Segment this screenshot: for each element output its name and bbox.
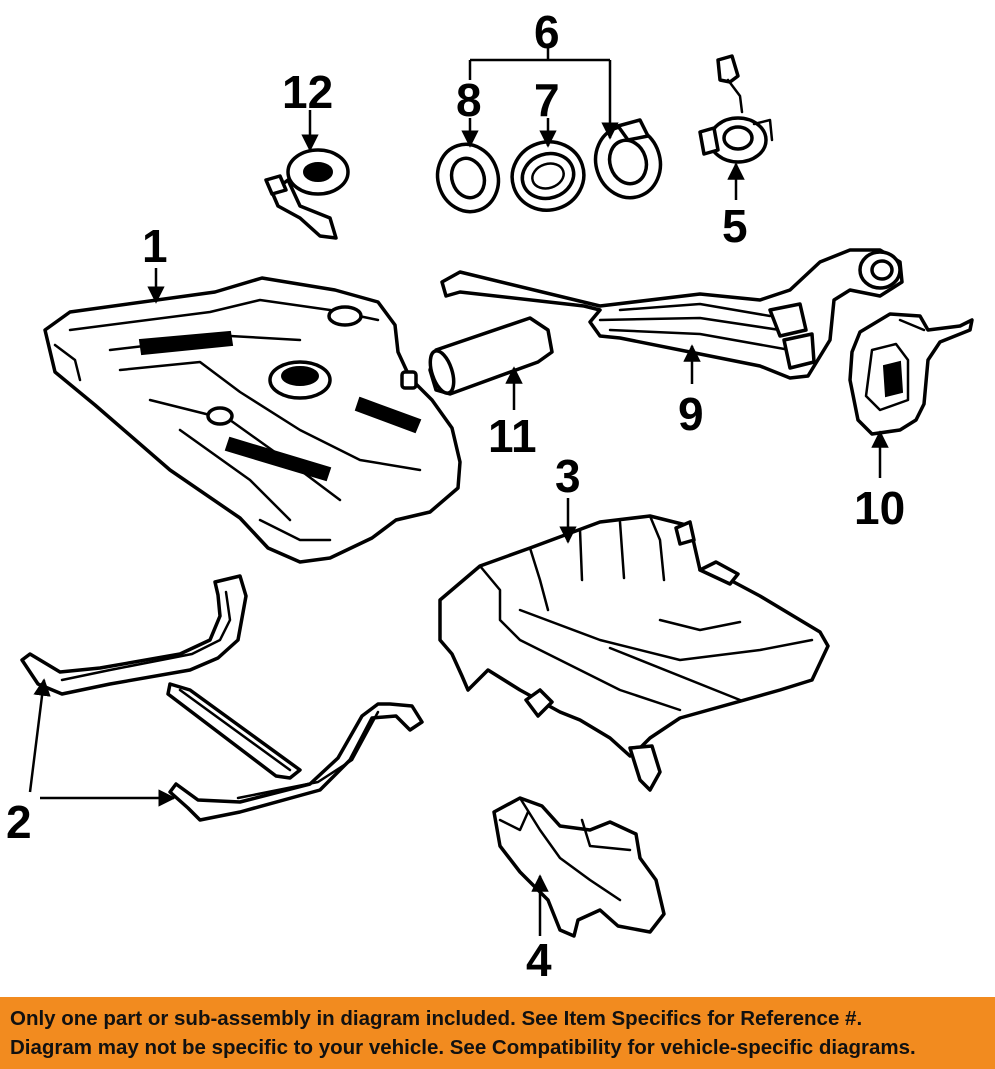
fuel-tank-part bbox=[43, 276, 462, 564]
callout-4: 4 bbox=[526, 934, 552, 986]
shield-cover-part bbox=[492, 796, 666, 938]
callout-1: 1 bbox=[142, 220, 168, 272]
connector-part bbox=[698, 54, 774, 164]
callout-10: 10 bbox=[854, 482, 905, 534]
callout-8: 8 bbox=[456, 74, 482, 126]
callout-2: 2 bbox=[6, 796, 32, 848]
disclaimer-banner: Only one part or sub-assembly in diagram… bbox=[0, 997, 995, 1069]
callout-9: 9 bbox=[678, 388, 704, 440]
valve-part bbox=[264, 148, 350, 240]
tank-straps-part bbox=[20, 574, 424, 822]
callout-5: 5 bbox=[722, 200, 748, 252]
parts-diagram: 1 2 3 4 5 6 7 8 9 10 11 12 bbox=[6, 6, 974, 986]
callout-6: 6 bbox=[534, 6, 560, 58]
callout-7: 7 bbox=[534, 74, 560, 126]
disclaimer-line-2: Diagram may not be specific to your vehi… bbox=[10, 1036, 916, 1059]
heat-shield-part bbox=[438, 514, 830, 792]
callout-11: 11 bbox=[488, 410, 537, 462]
callout-12: 12 bbox=[282, 66, 333, 118]
callout-3: 3 bbox=[555, 450, 581, 502]
leader-lines bbox=[28, 48, 889, 936]
filler-pipe-part bbox=[440, 248, 904, 380]
filler-housing-part bbox=[848, 312, 974, 436]
hose-part bbox=[428, 316, 554, 396]
callout-labels: 1 2 3 4 5 6 7 8 9 10 11 12 bbox=[6, 6, 905, 986]
seal-set-part bbox=[435, 118, 663, 214]
disclaimer-line-1: Only one part or sub-assembly in diagram… bbox=[10, 1007, 863, 1030]
